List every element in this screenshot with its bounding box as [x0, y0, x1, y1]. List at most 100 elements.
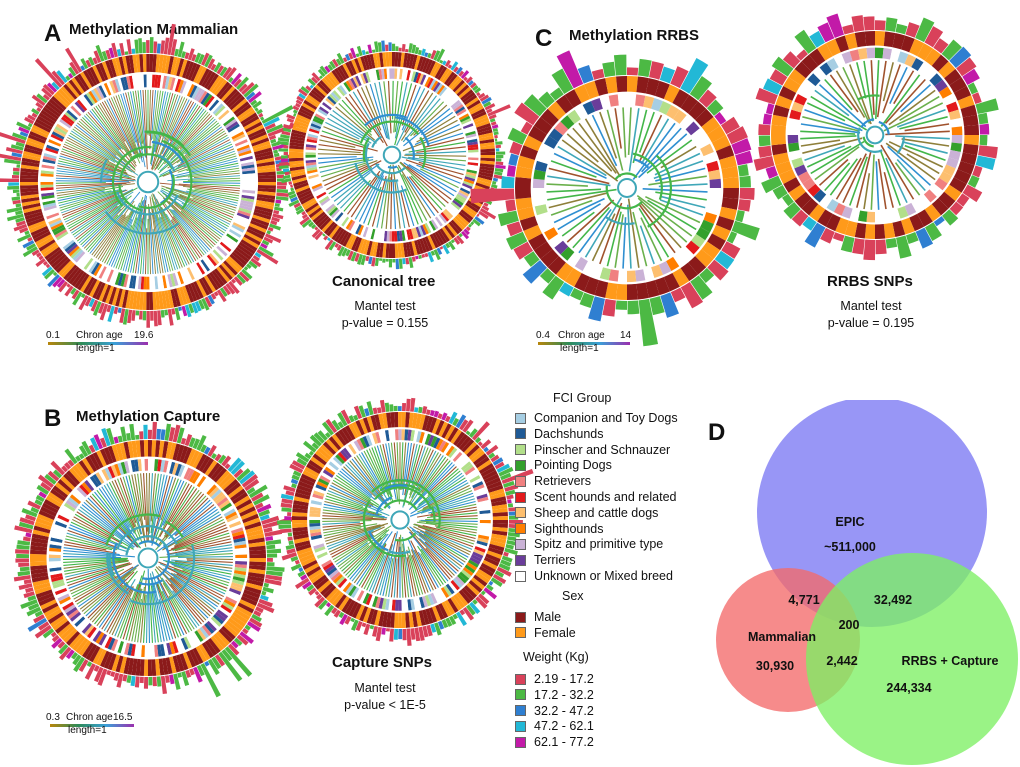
tree-branch	[416, 164, 461, 184]
clade-arc	[364, 142, 399, 183]
fci-ring-segment	[651, 264, 664, 279]
fci-ring-segment	[473, 484, 485, 492]
fci-ring-segment	[149, 74, 153, 88]
tree-methylation-rrbs	[470, 50, 760, 347]
sex-ring-segment	[47, 492, 64, 505]
sex-ring-segment	[165, 441, 173, 459]
weight-bar	[254, 502, 264, 510]
sex-ring-segment	[416, 56, 424, 71]
sex-ring-segment	[382, 52, 387, 67]
weight-bar	[170, 38, 178, 56]
legend-sex-title: Sex	[562, 589, 584, 603]
weight-bar	[942, 209, 959, 226]
fci-ring-segment	[72, 249, 84, 261]
clade-arc	[362, 499, 407, 558]
tree-branch	[333, 171, 371, 202]
fci-ring-segment	[76, 99, 88, 112]
legend-weight-label: 47.2 - 62.1	[534, 719, 594, 734]
sex-ring-segment	[182, 60, 191, 79]
sex-ring-segment	[334, 431, 347, 446]
fci-ring-segment	[440, 441, 450, 453]
sex-ring-segment	[316, 82, 330, 95]
sex-ring-segment	[547, 101, 566, 120]
tree-branch	[193, 172, 240, 179]
weight-bar	[456, 235, 465, 245]
sex-ring-segment	[68, 268, 83, 285]
weight-bar	[15, 203, 22, 208]
sex-ring-segment	[707, 233, 726, 251]
sex-ring-segment	[204, 460, 218, 476]
weight-bar	[216, 65, 225, 75]
weight-bar	[72, 291, 83, 306]
weight-bar	[427, 251, 435, 263]
fci-ring-segment	[177, 79, 185, 93]
weight-bar	[325, 418, 338, 434]
tree-branch	[366, 449, 392, 501]
tree-branch	[385, 177, 391, 229]
tree-branch	[156, 508, 218, 552]
weight-bar	[602, 298, 616, 317]
weight-bar	[660, 292, 680, 318]
fci-ring-segment	[428, 79, 437, 90]
sex-ring-segment	[184, 284, 195, 303]
fci-ring-segment	[196, 89, 206, 102]
tree-branch	[137, 195, 147, 274]
weight-bar	[31, 94, 46, 107]
tree-branch	[347, 462, 391, 510]
fci-ring-segment	[233, 136, 247, 145]
sex-ring-segment	[23, 150, 42, 159]
weight-bar	[6, 213, 24, 222]
clade-arc	[394, 532, 417, 542]
tree-branch	[411, 95, 438, 130]
weight-bar	[331, 58, 339, 68]
fci-ring-segment	[406, 229, 411, 240]
weight-bar	[972, 92, 982, 105]
weight-bar	[433, 410, 440, 418]
fci-ring-segment	[134, 644, 139, 657]
tree-branch	[413, 526, 470, 556]
sex-ring-segment	[479, 166, 495, 172]
weight-bar	[783, 202, 801, 220]
sex-ring-segment	[341, 598, 353, 613]
fci-ring-segment	[343, 81, 352, 92]
sex-ring-segment	[490, 496, 507, 503]
fci-ring-segment	[465, 133, 477, 139]
fci-ring-segment	[127, 460, 133, 473]
sex-ring-segment	[401, 412, 406, 428]
fci-ring-segment	[540, 219, 554, 233]
sex-ring-segment	[216, 81, 231, 98]
weight-bar	[282, 174, 291, 180]
tree-branch	[655, 191, 707, 201]
weight-bar	[442, 244, 450, 255]
weight-bar	[327, 64, 334, 71]
tree-branch	[113, 96, 138, 154]
fci-ring-segment	[673, 252, 687, 267]
tree-branch	[356, 455, 380, 490]
sex-ring-segment	[892, 32, 906, 50]
weight-bar	[418, 254, 422, 260]
weight-bar	[230, 460, 245, 476]
tree-branch	[414, 523, 475, 542]
fci-ring-segment	[410, 228, 417, 239]
weight-bar	[417, 49, 422, 56]
sex-ring-segment	[382, 243, 387, 258]
fci-ring-segment	[866, 47, 875, 59]
fci-ring-segment	[946, 157, 959, 169]
sex-ring-segment	[66, 470, 81, 486]
fci-ring-segment	[440, 212, 450, 222]
sex-ring-segment	[444, 224, 456, 239]
sex-ring-segment	[483, 556, 500, 567]
tree-branch	[150, 473, 159, 534]
fci-ring-segment	[438, 86, 448, 97]
fci-ring-segment	[214, 494, 227, 505]
fci-ring-segment	[224, 118, 237, 129]
weight-bar	[739, 188, 755, 200]
weight-bar	[187, 48, 195, 61]
sex-ring-segment	[519, 145, 539, 161]
sex-ring-segment	[875, 224, 886, 239]
fci-ring-segment	[64, 111, 77, 123]
clade-arc	[387, 165, 398, 169]
tree-branch	[427, 468, 459, 497]
weight-bar	[274, 203, 280, 208]
sex-ring-segment	[34, 585, 52, 595]
